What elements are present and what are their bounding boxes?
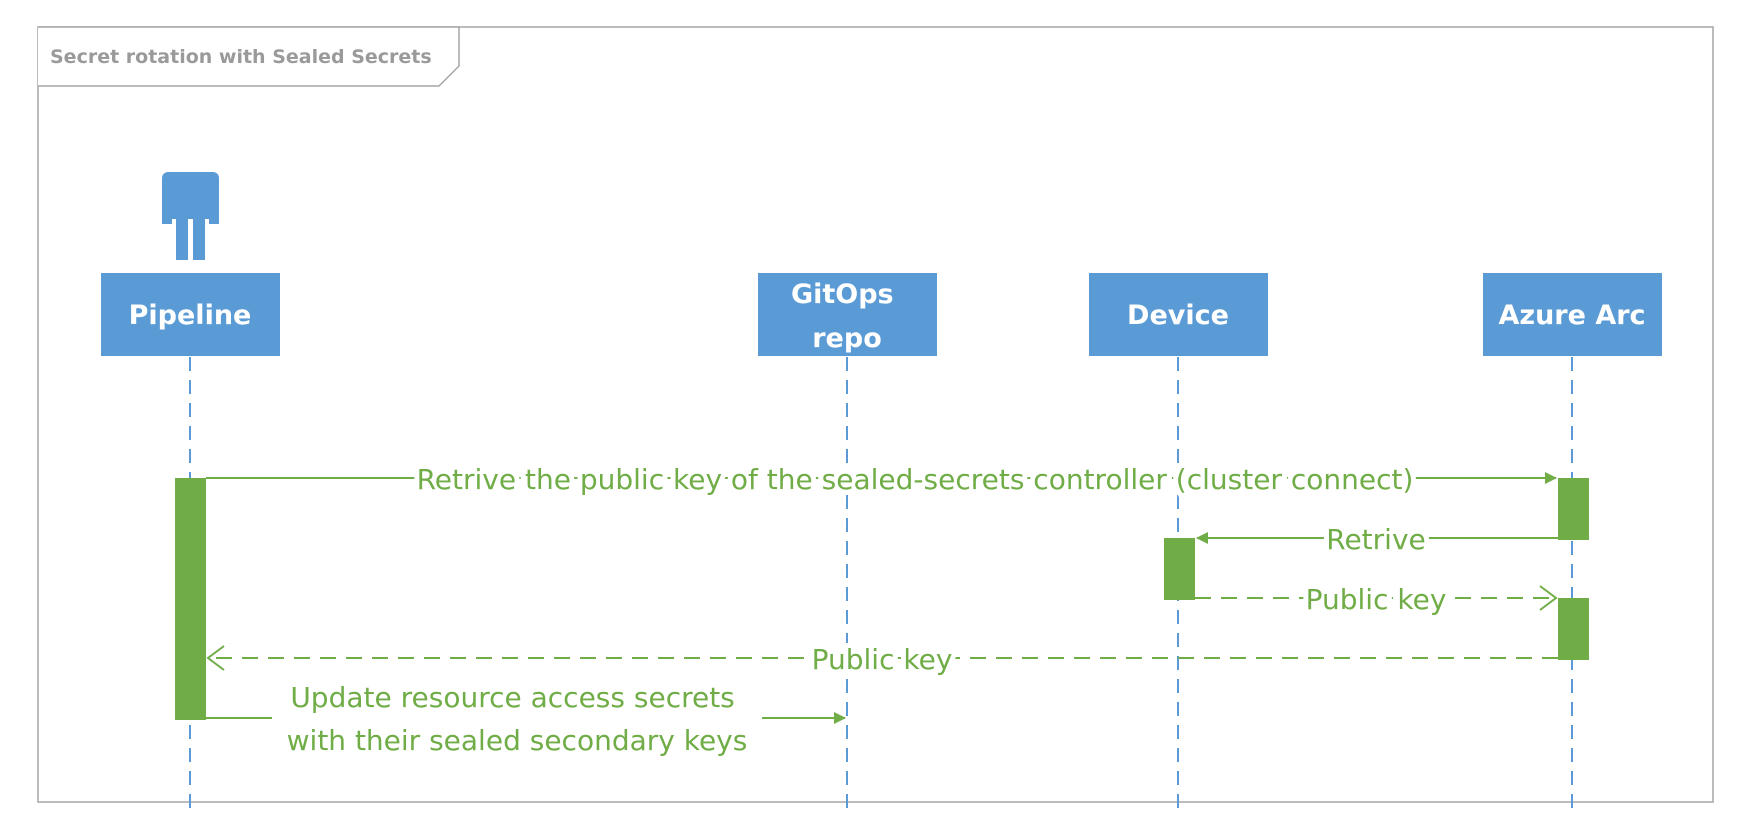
activation-pipeline [175,478,206,720]
activation-bars [175,478,1589,720]
message-update-secrets: Update resource access secrets with thei… [206,678,846,760]
message-label: Public key [1306,583,1447,616]
svg-text:Update resource access secrets: Update resource access secrets with thei… [287,681,748,757]
message-retrive: Retrive [1196,518,1558,561]
participant-label: Pipeline [129,300,252,331]
participant-label: Device [1127,300,1229,331]
frame-title-tab [38,26,460,87]
participant-pipeline[interactable]: Pipeline [101,273,280,356]
participant-azure-arc[interactable]: Azure Arc [1483,273,1662,356]
participant-label: GitOps [791,279,894,310]
participant-label: Azure Arc [1498,300,1645,331]
message-label: with their sealed secondary keys [287,724,748,757]
diagram-frame: Secret rotation with Sealed Secrets [37,26,1714,803]
message-label: Update resource access secrets [290,681,734,714]
activation-azure-1 [1558,478,1589,540]
svg-text:Pipeline: Pipeline [129,300,252,331]
participant-device[interactable]: Device [1089,273,1268,356]
participant-gitops-repo[interactable]: GitOps repo [758,273,937,356]
activation-azure-2 [1558,598,1589,660]
svg-text:Device: Device [1127,300,1229,331]
participant-label: repo [812,323,882,354]
person-icon [162,172,219,260]
message-public-key-return-1: Public key [1195,578,1558,621]
message-public-key-return-2: Public key [206,638,1558,681]
message-label: Retrive the public key of the sealed-sec… [417,463,1414,496]
activation-device [1164,538,1195,600]
frame-title: Secret rotation with Sealed Secrets [50,46,432,68]
message-retrieve-public-key: Retrive the public key of the sealed-sec… [206,458,1557,501]
lifelines [189,357,1573,815]
message-label: Retrive [1326,523,1426,556]
message-label: Public key [812,643,953,676]
svg-text:Azure Arc: Azure Arc [1498,300,1645,331]
svg-text:GitOps repo: GitOps repo [791,279,903,354]
